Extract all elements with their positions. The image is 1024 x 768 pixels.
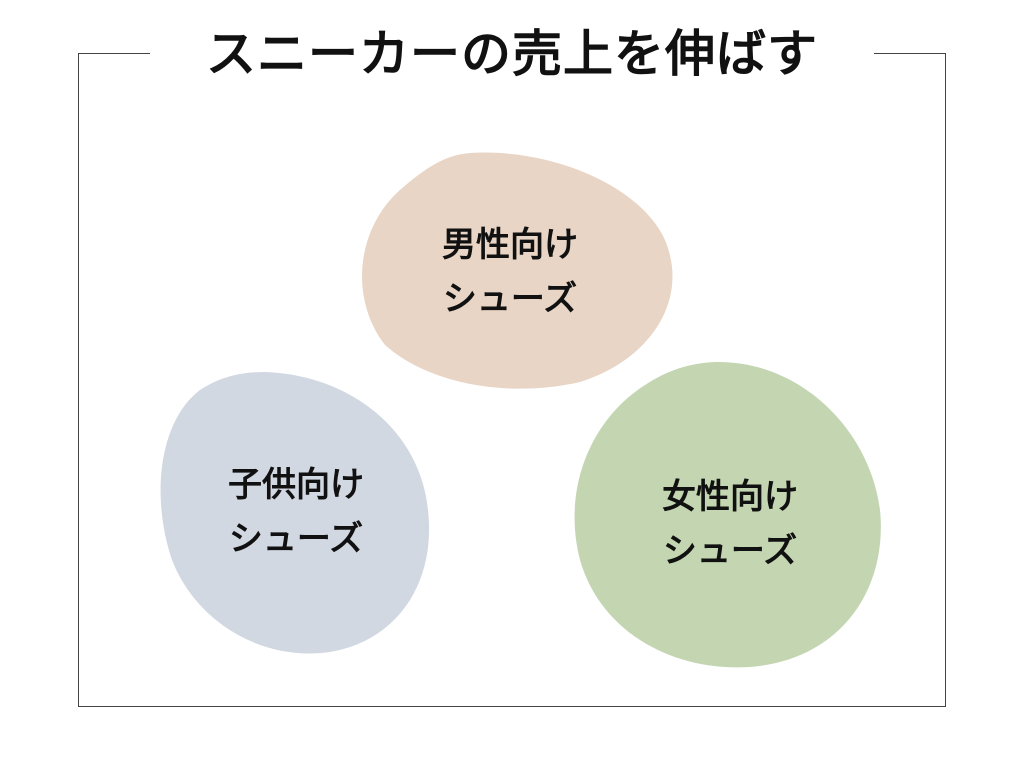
women-segment-label-line2: シューズ <box>662 531 798 571</box>
slide-title: スニーカーの売上を伸ばす <box>150 22 874 86</box>
kids-segment-blob <box>160 372 430 654</box>
women-segment-label-line1: 女性向け <box>662 477 798 517</box>
men-segment-label: 男性向け シューズ <box>430 218 590 326</box>
women-segment-blob <box>574 361 881 668</box>
kids-segment-label-line2: シューズ <box>228 519 364 559</box>
kids-segment-label-line1: 子供向け <box>228 465 364 505</box>
men-segment-label-line1: 男性向け <box>442 225 578 265</box>
kids-segment-label: 子供向け シューズ <box>216 458 376 566</box>
men-segment-label-line2: シューズ <box>442 279 578 319</box>
women-segment-label: 女性向け シューズ <box>650 470 810 578</box>
men-segment-blob <box>362 152 673 389</box>
